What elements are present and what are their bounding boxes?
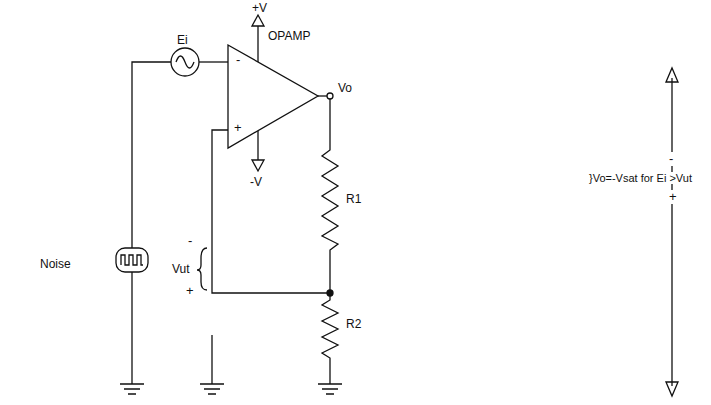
supply-wire	[257, 26, 258, 62]
arrow-head	[666, 382, 678, 396]
output-note: }Vo=-Vsat for Ei >Vut	[588, 172, 693, 184]
polarity-sign: +	[668, 190, 678, 204]
noise-source-symbol	[116, 248, 148, 272]
wire	[211, 335, 212, 384]
brace	[197, 248, 207, 290]
signal-name: Vut	[172, 263, 190, 276]
output-terminal	[327, 93, 333, 99]
polarity-sign: -	[668, 152, 674, 166]
ac-source-symbol	[171, 48, 199, 76]
resistor-symbol	[322, 99, 338, 384]
square-wave-symbol	[121, 255, 143, 265]
sine-symbol	[176, 56, 194, 68]
supply-arrow	[252, 15, 264, 26]
wire	[318, 95, 327, 96]
wire	[132, 62, 171, 248]
part-label: OPAMP	[268, 30, 310, 43]
part-label: R2	[346, 318, 361, 331]
pin-sign: +	[234, 121, 242, 135]
supply-label: +V	[252, 2, 267, 15]
wire	[212, 130, 330, 293]
wire	[131, 272, 132, 384]
polarity-sign: -	[188, 234, 192, 248]
dimension-line	[671, 78, 672, 386]
source-label: Noise	[40, 258, 71, 271]
supply-arrow	[252, 160, 264, 171]
wire	[199, 61, 228, 62]
supply-label: -V	[250, 176, 262, 189]
ground-symbol	[318, 384, 342, 394]
opamp-symbol	[228, 45, 318, 148]
junction-dot	[327, 290, 333, 296]
arrow-head	[666, 68, 678, 82]
ground-symbol	[120, 384, 144, 394]
signal-name: Vo	[338, 82, 352, 95]
part-label: R1	[346, 193, 361, 206]
ground-symbol	[200, 384, 224, 394]
pin-sign: -	[236, 53, 240, 67]
supply-wire	[257, 131, 258, 160]
polarity-sign: +	[186, 284, 194, 298]
source-label: Ei	[177, 34, 188, 47]
